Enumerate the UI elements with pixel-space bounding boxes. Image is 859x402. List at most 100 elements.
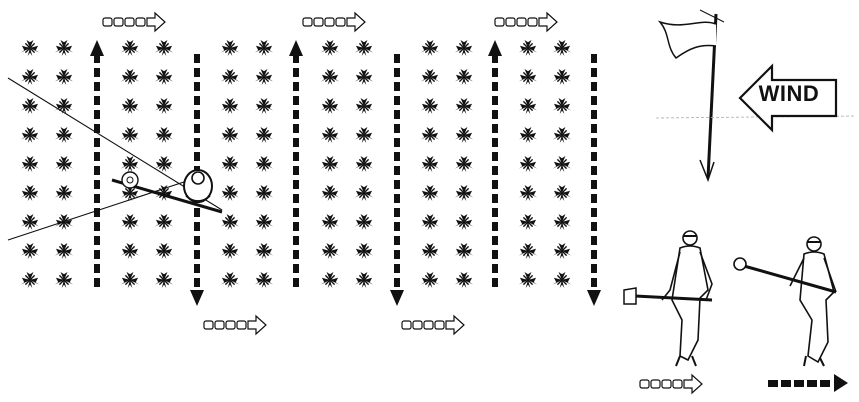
plant-icon [121,272,139,288]
plant-icon [55,185,73,201]
plant-icon [553,214,571,230]
plant-icon [519,40,537,56]
plant-icon [553,40,571,56]
plant-icon [455,214,473,230]
plant-icon [55,40,73,56]
plant-icon [553,156,571,172]
plant-icon [553,185,571,201]
turn-arrow-icon [402,316,464,334]
walk-path-down-arrow [587,54,601,306]
plant-icon [155,243,173,259]
plant-icon [519,214,537,230]
plant-icon [255,185,273,201]
plant-icon [421,185,439,201]
plant-icon [121,40,139,56]
plant-icon [519,185,537,201]
plant-icon [55,69,73,85]
plant-icon [221,98,239,114]
operator-top-view-icon [184,170,212,202]
plant-icon [355,69,373,85]
plant-icon [221,40,239,56]
plant-icon [21,272,39,288]
plant-icon [55,156,73,172]
plant-icon [221,69,239,85]
turn-arrows [103,13,557,334]
plant-icon [455,272,473,288]
plant-icon [255,243,273,259]
plant-icon [55,127,73,143]
plant-icon [21,98,39,114]
plant-icon [21,127,39,143]
plant-icon [155,69,173,85]
wind-label: WIND [756,81,822,107]
plant-icon [421,40,439,56]
plant-icon [21,69,39,85]
plant-icon [321,185,339,201]
plant-icon [221,214,239,230]
legend-dashed-arrow-icon [768,374,848,392]
walk-path-up-arrow [90,40,104,287]
plant-icon [155,127,173,143]
plant-icon [21,185,39,201]
plant-icon [553,127,571,143]
plant-icon [355,156,373,172]
plant-icon [421,214,439,230]
plant-icon [421,272,439,288]
nozzle-icon [122,172,138,188]
legend [640,374,848,393]
plant-icon [255,98,273,114]
plant-icon [21,243,39,259]
plant-icon [121,127,139,143]
flag-pole-icon [660,10,724,180]
plant-icon [255,214,273,230]
plant-icon [421,243,439,259]
plant-icon [553,272,571,288]
plant-icon [121,243,139,259]
plant-icon [321,156,339,172]
plant-icon [321,40,339,56]
plant-icon [553,98,571,114]
plant-icon [155,214,173,230]
plant-icon [221,243,239,259]
plant-icon [421,69,439,85]
plant-icon [321,98,339,114]
plant-icon [321,214,339,230]
plant-icon [121,214,139,230]
plant-icon [421,127,439,143]
plant-icon [55,272,73,288]
plant-icon [221,272,239,288]
plant-icon [455,127,473,143]
plant-icon [519,69,537,85]
plant-icon [355,40,373,56]
walk-path-up-arrow [289,40,303,287]
plant-icon [455,156,473,172]
plant-icon [21,156,39,172]
legend-outlined-arrow-icon [640,375,702,393]
plant-icon [221,156,239,172]
plant-icon [455,69,473,85]
plant-icon [455,98,473,114]
plant-icon [519,156,537,172]
plant-icon [121,69,139,85]
plant-icon [155,40,173,56]
plant-icon [355,214,373,230]
plant-icon [421,98,439,114]
sprayer-operator-icon [734,237,836,366]
plant-icon [255,272,273,288]
plant-icon [553,243,571,259]
plant-icon [421,156,439,172]
plant-icon [55,98,73,114]
walk-path-up-arrow [488,40,502,287]
sprayer-operator-icon [624,231,712,366]
plant-icon [519,127,537,143]
plant-icon [321,127,339,143]
plant-icon [155,98,173,114]
plant-icon [221,185,239,201]
turn-arrow-icon [103,13,165,31]
plant-icon [455,185,473,201]
plant-icon [155,272,173,288]
plant-icon [221,127,239,143]
plant-icon [455,243,473,259]
